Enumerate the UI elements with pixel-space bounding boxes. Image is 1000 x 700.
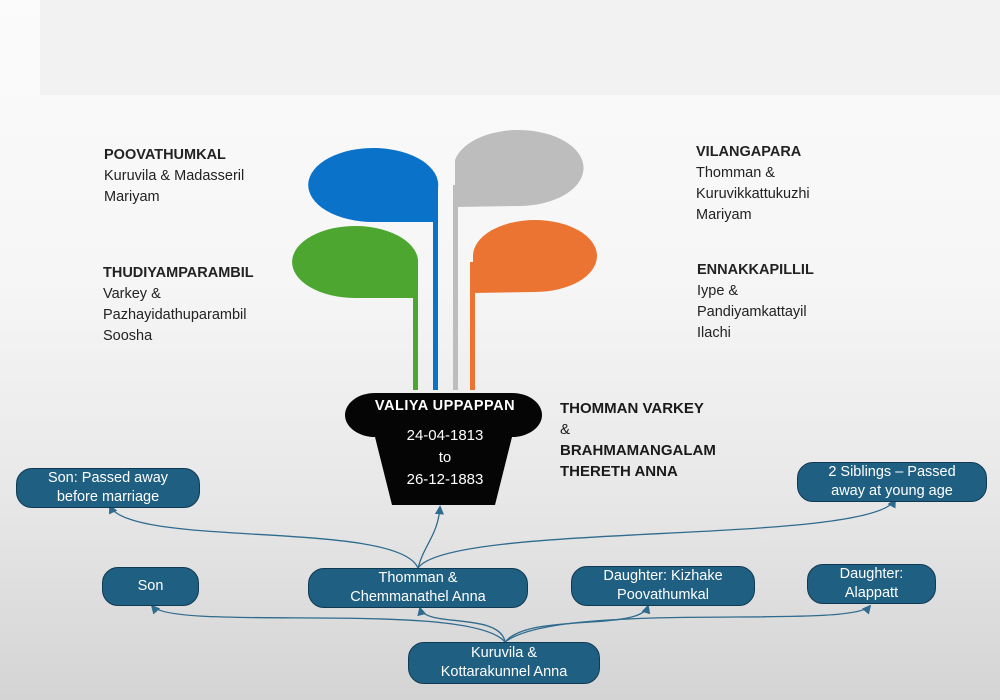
- blue-flag: [308, 148, 439, 222]
- death-date: 26-12-1883: [406, 471, 484, 488]
- pot-label: VALIYA UPPAPPAN 24-04-1813 to 26-12-1883: [345, 398, 545, 491]
- gray-stem: [453, 185, 458, 390]
- family-spouses: Thomman & Kuruvikkattukuzhi Mariyam: [696, 165, 810, 223]
- birth-date: 24-04-1813: [406, 427, 484, 444]
- node-kuruvila-kottarakunnel: Kuruvila & Kottarakunnel Anna: [408, 642, 600, 684]
- family-name: POOVATHUMKAL: [104, 147, 226, 163]
- green-stem: [413, 262, 418, 390]
- node-daughter-alappatt: Daughter: Alappatt: [807, 564, 936, 604]
- family-ennakkapillil: ENNAKKAPILLIL Iype & Pandiyamkattayil Il…: [697, 260, 814, 344]
- node-line: Chemmanathel Anna: [350, 589, 486, 605]
- connector-thomman-to-pot: [417, 505, 445, 569]
- family-name: THUDIYAMPARAMBIL: [103, 265, 254, 281]
- node-line: Daughter:: [839, 566, 904, 582]
- family-spouses: Iype & Pandiyamkattayil Ilachi: [697, 283, 807, 341]
- orange-stem: [470, 262, 475, 390]
- connector-kuruvila-to-son: [150, 604, 506, 643]
- node-line: Kottarakunnel Anna: [440, 664, 568, 680]
- node-line: away at young age: [831, 483, 953, 499]
- date-separator: to: [438, 449, 452, 466]
- header-band: [40, 0, 1000, 95]
- desc-line: THOMMAN VARKEY: [560, 400, 704, 417]
- node-line: before marriage: [56, 489, 160, 505]
- node-line: Alappatt: [844, 585, 899, 601]
- desc-line: THERETH ANNA: [560, 463, 678, 480]
- connector-kuruvila-to-daughter-a: [504, 604, 872, 643]
- node-thomman-chemmanathel: Thomman & Chemmanathel Anna: [308, 568, 528, 608]
- valiya-uppappan-pot: [345, 393, 542, 505]
- node-line: 2 Siblings – Passed: [828, 464, 956, 480]
- main-couple-description: THOMMAN VARKEY & BRAHMAMANGALAM THERETH …: [560, 398, 716, 482]
- node-line: Thomman &: [378, 570, 458, 586]
- family-name: ENNAKKAPILLIL: [697, 262, 814, 278]
- desc-line: &: [560, 421, 571, 438]
- pot-title: VALIYA UPPAPPAN: [374, 398, 516, 414]
- node-son: Son: [102, 567, 199, 606]
- family-name: VILANGAPARA: [696, 144, 802, 160]
- node-line: Son: Passed away: [47, 470, 169, 486]
- node-siblings: 2 Siblings – Passed away at young age: [797, 462, 987, 502]
- family-poovathumkal: POOVATHUMKAL Kuruvila & Madasseril Mariy…: [104, 145, 244, 208]
- connector-kuruvila-to-thomman: [417, 606, 506, 643]
- gray-flag: [455, 130, 584, 207]
- family-thudiyamparambil: THUDIYAMPARAMBIL Varkey & Pazhayidathupa…: [103, 263, 254, 347]
- node-line: Kuruvila &: [470, 645, 538, 661]
- node-daughter-kizhake: Daughter: Kizhake Poovathumkal: [571, 566, 755, 606]
- family-spouses: Kuruvila & Madasseril Mariyam: [104, 168, 245, 205]
- node-line: Daughter: Kizhake: [603, 568, 723, 584]
- connector-kuruvila-to-daughter-k: [504, 604, 651, 643]
- orange-flag: [473, 220, 597, 293]
- blue-stem: [433, 185, 438, 390]
- family-spouses: Varkey & Pazhayidathuparambil Soosha: [103, 286, 247, 344]
- node-line: Poovathumkal: [617, 587, 709, 603]
- family-vilangapara: VILANGAPARA Thomman & Kuruvikkattukuzhi …: [696, 142, 810, 226]
- node-son-passed-away: Son: Passed away before marriage: [16, 468, 200, 508]
- green-flag: [292, 226, 419, 298]
- connector-thomman-to-siblings: [417, 498, 896, 569]
- desc-line: BRAHMAMANGALAM: [560, 442, 716, 459]
- node-line: Son: [137, 578, 164, 594]
- connector-thomman-to-son-passed: [109, 504, 419, 569]
